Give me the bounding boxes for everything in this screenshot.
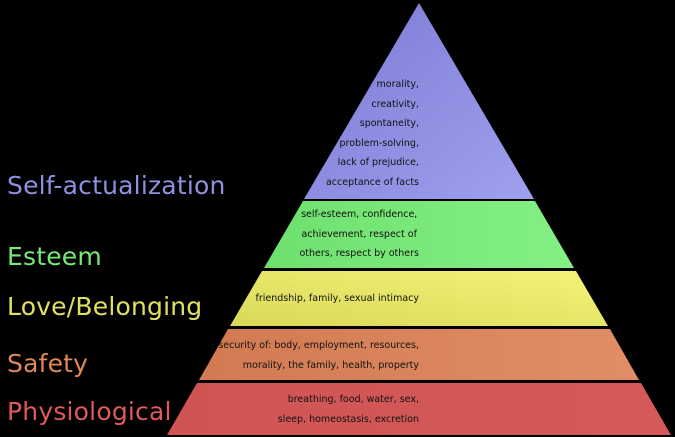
tier-safety [199, 329, 639, 380]
level-label-esteem: Esteem [7, 242, 102, 271]
tier-self-actualization [304, 3, 534, 199]
needs-self-actualization: morality, creativity, spontaneity, probl… [326, 75, 419, 192]
level-label-love-belonging: Love/Belonging [7, 292, 203, 321]
needs-physiological: breathing, food, water, sex, sleep, home… [278, 390, 419, 429]
tier-physiological [167, 383, 671, 435]
need-item: security of: body, employment, resources… [218, 340, 419, 351]
level-label-self-actualization: Self-actualization [7, 171, 226, 200]
need-item: friendship, family, sexual intimacy [255, 293, 419, 304]
need-item: spontaneity, [359, 118, 419, 129]
need-item: sleep, homeostasis, excretion [277, 413, 419, 425]
need-item: morality, [376, 79, 419, 90]
level-label-safety: Safety [7, 349, 89, 378]
tier-love-belonging [230, 271, 608, 326]
needs-love-belonging: friendship, family, sexual intimacy [255, 289, 419, 309]
need-item: problem-solving, [339, 137, 419, 149]
level-label-physiological: Physiological [7, 397, 172, 426]
needs-esteem: self-esteem, confidence, achievement, re… [299, 205, 419, 264]
need-item: lack of prejudice, [337, 157, 419, 168]
need-item: achievement, respect of [301, 228, 417, 240]
need-item: breathing, food, water, sex, [287, 394, 419, 405]
need-item: self-esteem, confidence, [301, 209, 418, 220]
need-item: morality, the family, health, property [242, 359, 419, 371]
need-item: creativity, [371, 98, 419, 110]
needs-safety: security of: body, employment, resources… [218, 336, 419, 375]
need-item: acceptance of facts [325, 176, 419, 188]
tier-esteem [264, 201, 574, 268]
need-item: others, respect by others [299, 248, 419, 259]
